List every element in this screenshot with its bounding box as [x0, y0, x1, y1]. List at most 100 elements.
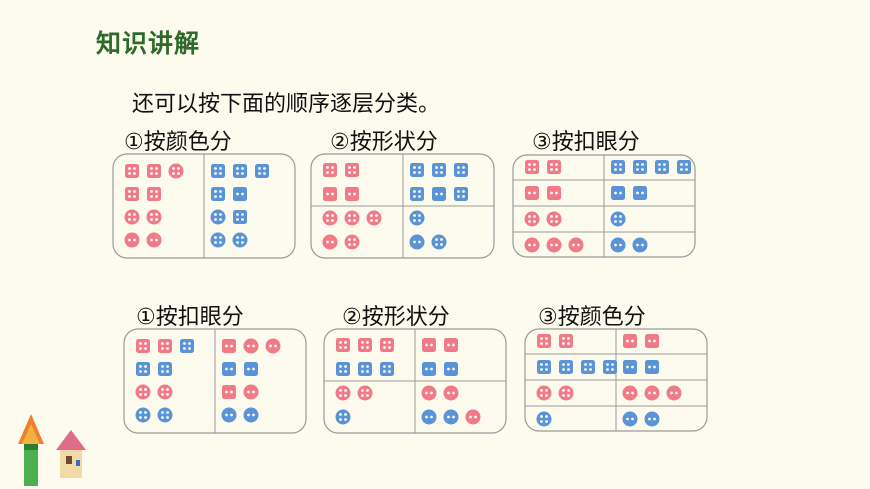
square-button-4-holes [147, 164, 161, 178]
square-button-4-holes [547, 160, 561, 174]
circle-button-4-holes [524, 211, 540, 227]
circle-button-4-holes [610, 211, 626, 227]
circle-button-4-holes [124, 209, 140, 225]
circle-button-2-holes [622, 411, 638, 427]
square-button-4-holes [611, 160, 625, 174]
square-button-4-holes [581, 360, 595, 374]
square-button-4-holes [158, 339, 172, 353]
square-button-4-holes [136, 339, 150, 353]
panel-by-shape-1 [310, 153, 495, 259]
panel-label-4: ①按扣眼分 [136, 305, 244, 330]
circle-button-4-holes [546, 211, 562, 227]
square-button-4-holes [633, 160, 647, 174]
square-button-2-holes [623, 360, 637, 374]
square-button-4-holes [432, 163, 446, 177]
circle-button-4-holes [168, 163, 184, 179]
square-button-2-holes [422, 338, 436, 352]
panel-by-color-2 [524, 328, 708, 432]
square-button-2-holes [222, 362, 236, 376]
circle-button-2-holes [243, 384, 259, 400]
circle-button-2-holes [465, 409, 481, 425]
circle-button-4-holes [157, 407, 173, 423]
square-button-4-holes [211, 187, 225, 201]
square-button-2-holes [611, 186, 625, 200]
circle-button-4-holes [558, 385, 574, 401]
square-button-2-holes [233, 187, 247, 201]
square-button-2-holes [422, 362, 436, 376]
circle-button-2-holes [243, 407, 259, 423]
square-button-4-holes [158, 362, 172, 376]
square-button-2-holes [547, 186, 561, 200]
circle-button-2-holes [421, 385, 437, 401]
square-button-2-holes [623, 334, 637, 348]
square-button-4-holes [380, 338, 394, 352]
square-button-4-holes [537, 334, 551, 348]
square-button-2-holes [525, 186, 539, 200]
circle-button-4-holes [536, 385, 552, 401]
square-button-4-holes [345, 163, 359, 177]
circle-button-4-holes [146, 209, 162, 225]
square-button-4-holes [358, 338, 372, 352]
circle-button-2-holes [421, 409, 437, 425]
panel-label-6: ③按颜色分 [538, 305, 646, 330]
panel-label-3: ③按扣眼分 [532, 130, 640, 155]
circle-button-2-holes [666, 385, 682, 401]
square-button-4-holes [233, 164, 247, 178]
circle-button-4-holes [335, 385, 351, 401]
square-button-4-holes [180, 339, 194, 353]
square-button-4-holes [525, 160, 539, 174]
square-button-2-holes [645, 334, 659, 348]
square-button-4-holes [559, 360, 573, 374]
square-button-4-holes [380, 362, 394, 376]
panel-by-holes-2 [123, 328, 307, 434]
panel-label-1: ①按颜色分 [124, 130, 232, 155]
circle-button-2-holes [644, 385, 660, 401]
circle-button-4-holes [135, 384, 151, 400]
circle-button-4-holes [210, 209, 226, 225]
square-button-4-holes [255, 164, 269, 178]
circle-button-2-holes [409, 234, 425, 250]
circle-button-4-holes [135, 407, 151, 423]
panel-by-holes-1 [512, 154, 696, 258]
square-button-4-holes [233, 210, 247, 224]
square-button-4-holes [323, 163, 337, 177]
square-button-4-holes [454, 163, 468, 177]
square-button-2-holes [444, 338, 458, 352]
circle-button-4-holes [431, 234, 447, 250]
circle-button-2-holes [524, 237, 540, 253]
square-button-4-holes [136, 362, 150, 376]
square-button-4-holes [125, 187, 139, 201]
square-button-2-holes [345, 187, 359, 201]
square-button-4-holes [410, 163, 424, 177]
panel-by-shape-2 [323, 328, 507, 434]
square-button-4-holes [336, 362, 350, 376]
castle-decoration [18, 414, 86, 486]
circle-button-2-holes [265, 338, 281, 354]
circle-button-2-holes [568, 237, 584, 253]
circle-button-2-holes [443, 385, 459, 401]
circle-button-4-holes [344, 210, 360, 226]
circle-button-2-holes [622, 385, 638, 401]
square-button-4-holes [537, 360, 551, 374]
circle-button-2-holes [146, 232, 162, 248]
square-button-2-holes [633, 186, 647, 200]
circle-button-4-holes [536, 411, 552, 427]
square-button-2-holes [645, 360, 659, 374]
square-button-4-holes [211, 164, 225, 178]
square-button-4-holes [454, 187, 468, 201]
square-button-4-holes [358, 362, 372, 376]
circle-button-4-holes [409, 210, 425, 226]
circle-button-4-holes [335, 409, 351, 425]
square-button-4-holes [410, 187, 424, 201]
circle-button-4-holes [157, 384, 173, 400]
square-button-4-holes [336, 338, 350, 352]
intro-text: 还可以按下面的顺序逐层分类。 [132, 92, 441, 117]
circle-button-4-holes [344, 234, 360, 250]
square-button-4-holes [603, 360, 617, 374]
square-button-4-holes [655, 160, 669, 174]
circle-button-2-holes [443, 409, 459, 425]
panel-label-5: ②按形状分 [342, 305, 450, 330]
circle-button-2-holes [322, 234, 338, 250]
square-button-4-holes [559, 334, 573, 348]
circle-button-2-holes [644, 411, 660, 427]
